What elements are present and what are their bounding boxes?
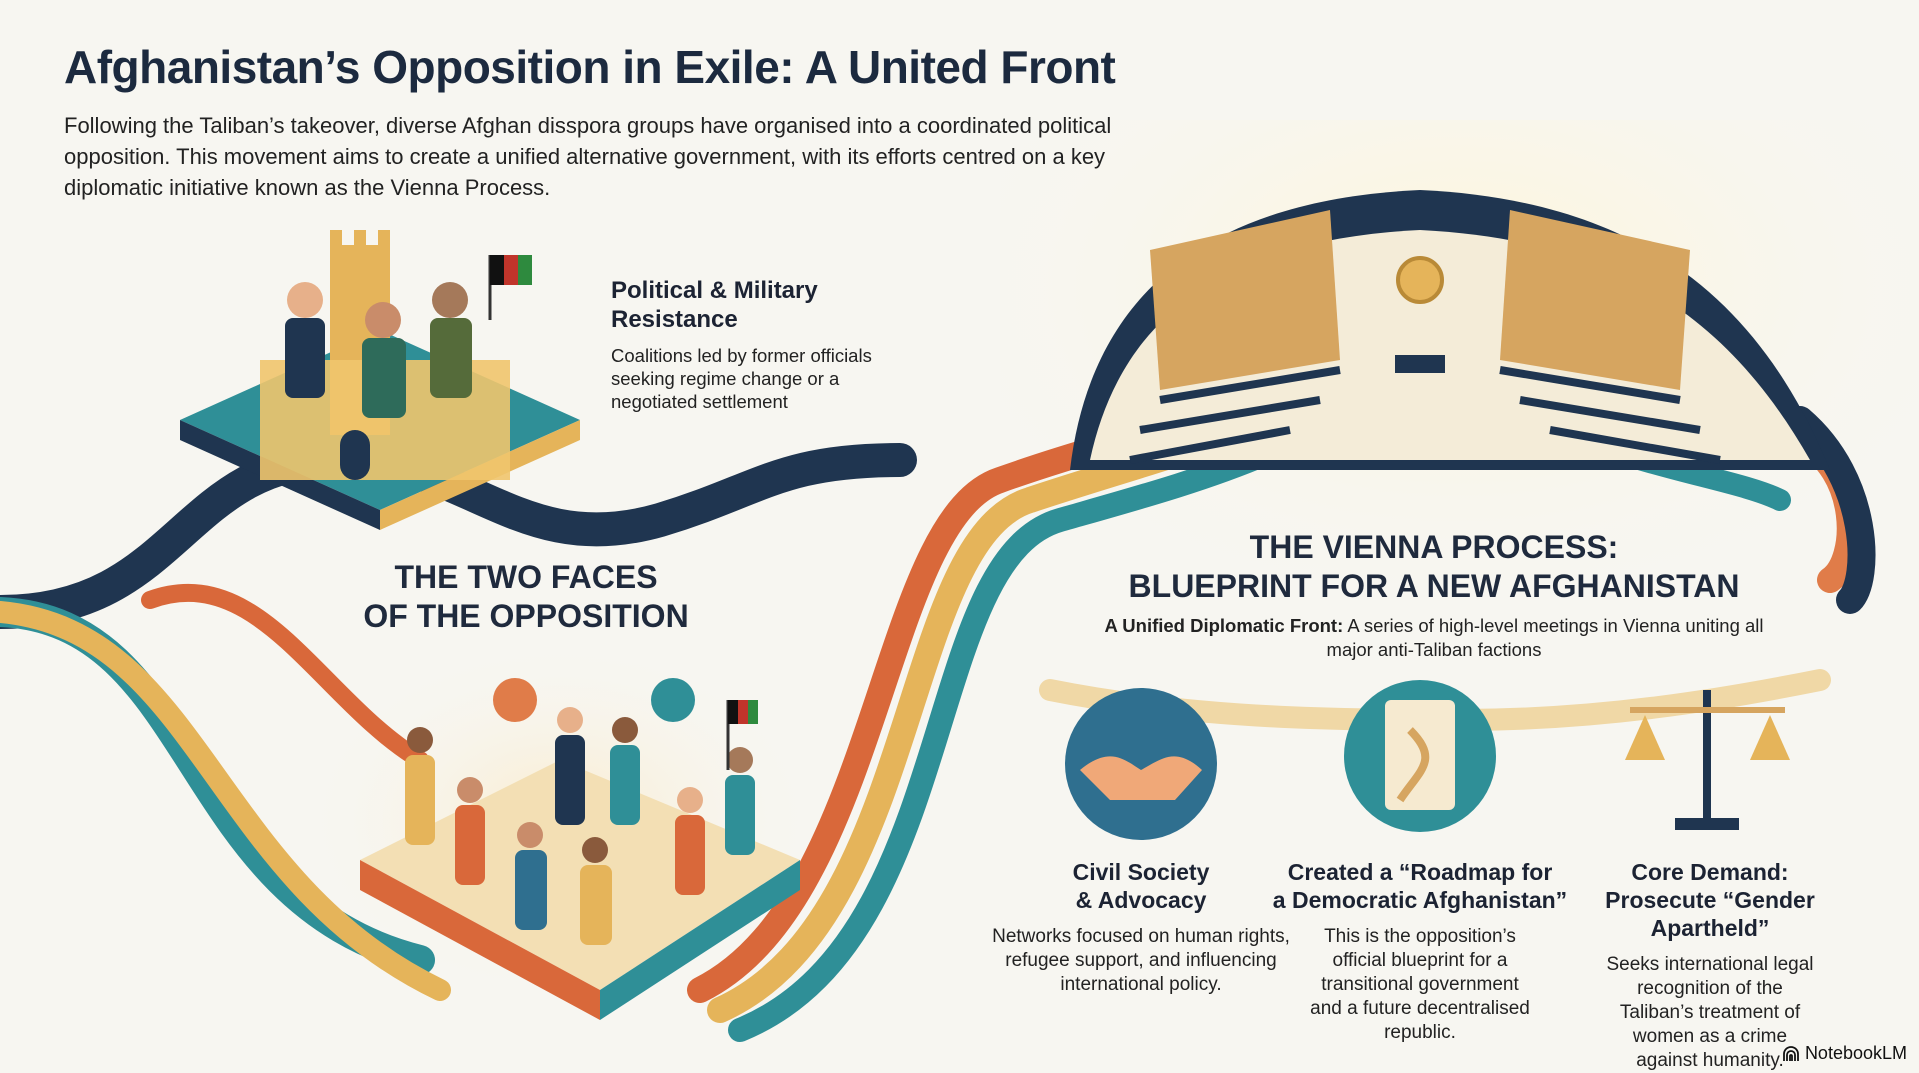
handshake-icon bbox=[1065, 688, 1217, 840]
card-title-line2: & Advocacy bbox=[1075, 887, 1207, 913]
page-title: Afghanistan’s Opposition in Exile: A Uni… bbox=[64, 41, 1116, 93]
card-gender-apartheid: Core Demand:Prosecute “Gender Apartheld”… bbox=[1550, 858, 1870, 1073]
card-title-line1: Civil Society bbox=[1072, 859, 1210, 885]
scroll-roadmap-icon bbox=[1344, 680, 1496, 832]
intro-paragraph: Following the Taliban’s takeover, divers… bbox=[64, 113, 1112, 200]
vienna-heading-line1: THE VIENNA PROCESS: bbox=[1249, 529, 1619, 565]
vienna-sub-bold: A Unified Diplomatic Front: bbox=[1104, 615, 1344, 636]
vienna-process-subtitle: A Unified Diplomatic Front: A series of … bbox=[1084, 614, 1784, 662]
card-title-line2: Prosecute “Gender Apartheld” bbox=[1605, 887, 1815, 941]
vienna-process-heading: THE VIENNA PROCESS: BLUEPRINT FOR A NEW … bbox=[1084, 528, 1784, 606]
notebooklm-logo-icon bbox=[1783, 1045, 1799, 1061]
card-description: Seeks international legal recognition of… bbox=[1606, 954, 1814, 1071]
card-title-line2: a Democratic Afghanistan” bbox=[1272, 887, 1568, 913]
parliament-chamber-illustration bbox=[1070, 190, 1830, 470]
two-faces-heading: THE TWO FACES OF THE OPPOSITION bbox=[326, 558, 726, 636]
political-military-title-line1: Political & Military bbox=[611, 277, 818, 304]
card-description: This is the opposition’s official bluepr… bbox=[1310, 926, 1530, 1043]
card-title-line1: Core Demand: bbox=[1631, 859, 1789, 885]
brand-label: NotebookLM bbox=[1804, 1043, 1907, 1063]
card-title: Core Demand:Prosecute “Gender Apartheld” bbox=[1550, 858, 1870, 942]
castle-illustration bbox=[180, 230, 580, 530]
notebooklm-brand: NotebookLM bbox=[1782, 1043, 1907, 1064]
scales-of-justice-icon bbox=[1625, 690, 1790, 830]
card-description: Networks focused on human rights, refuge… bbox=[992, 926, 1290, 995]
vienna-heading-line2: BLUEPRINT FOR A NEW AFGHANISTAN bbox=[1128, 568, 1740, 604]
political-military-title: Political & Military Resistance bbox=[611, 276, 818, 334]
political-military-title-line2: Resistance bbox=[611, 306, 738, 333]
political-military-description: Coalitions led by former officials seeki… bbox=[611, 345, 872, 412]
card-title-line1: Created a “Roadmap for bbox=[1287, 859, 1553, 885]
crowd-advocacy-illustration bbox=[360, 678, 800, 1020]
vienna-sub-text: A series of high-level meetings in Vienn… bbox=[1326, 615, 1764, 660]
card-title: Civil Society& Advocacy bbox=[981, 858, 1301, 914]
two-faces-heading-line1: THE TWO FACES bbox=[394, 559, 658, 595]
card-civil-society: Civil Society& Advocacy Networks focused… bbox=[981, 858, 1301, 997]
two-faces-heading-line2: OF THE OPPOSITION bbox=[363, 598, 689, 634]
